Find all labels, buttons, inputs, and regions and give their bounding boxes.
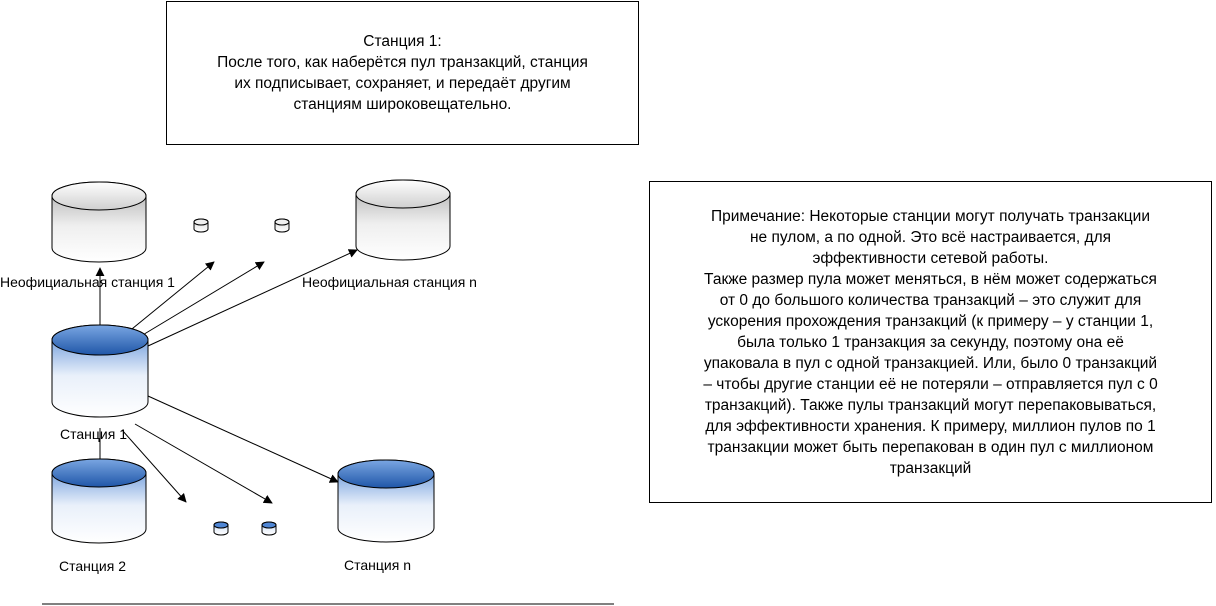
remark-line: транзакций). Также пулы транзакций могут… [704, 396, 1157, 414]
grey-pool-2 [274, 218, 290, 233]
station-n-cylinder [337, 459, 435, 543]
remark-line: для эффективности хранения. К примеру, м… [705, 417, 1156, 435]
remark-line: транзакции может быть перепакован в один… [707, 438, 1154, 456]
remark-line: была только 1 транзакция за секунду, поэ… [737, 333, 1124, 351]
arrow-to-station-n [147, 395, 339, 483]
remark-line: от 0 до большого количества транзакций –… [719, 291, 1142, 309]
remark-line: не пулом, а по одной. Это всё настраивае… [749, 228, 1112, 246]
arrow-to-pool-blue-2 [134, 423, 273, 504]
unofficial-station-1-label: Неофициальная станция 1 [0, 274, 175, 290]
note-line: станциям широковещательно. [293, 96, 512, 113]
unofficial-station-n-cylinder [355, 179, 451, 261]
remark-line: – чтобы другие станции её не потеряли – … [703, 375, 1158, 393]
station-2-cylinder [51, 458, 147, 544]
remark-text: Примечание: Некоторые станции могут полу… [703, 206, 1157, 479]
remark-line: Примечание: Некоторые станции могут полу… [711, 207, 1150, 225]
unofficial-station-1-cylinder [51, 181, 147, 263]
note-line: Станция 1: [363, 33, 442, 50]
note-line: их подписывает, сохраняет, и передаёт др… [234, 75, 571, 92]
arrow-to-pool-blue-1 [121, 429, 187, 503]
station1-note-text: Станция 1: После того, как наберётся пул… [217, 31, 588, 115]
arrow-to-pool-grey-2 [135, 261, 265, 340]
grey-pool-1 [193, 218, 209, 233]
station-1-label: Станция 1 [60, 426, 127, 442]
remark-line: Также размер пула может меняться, в нём … [704, 270, 1157, 288]
arrow-to-unofficial-n [147, 249, 358, 347]
station-2-label: Станция 2 [59, 558, 126, 574]
station-n-label: Станция n [344, 557, 411, 573]
arrows [95, 249, 358, 504]
station1-note-box: Станция 1: После того, как наберётся пул… [166, 1, 639, 145]
blue-pool-1 [213, 521, 229, 536]
remark-line: упаковала в пул с одной транзакцией. Или… [703, 354, 1158, 372]
arrow-to-pool-grey-1 [126, 261, 215, 334]
remark-line: транзакций [889, 459, 972, 477]
remark-box: Примечание: Некоторые станции могут полу… [649, 181, 1212, 503]
note-line: После того, как наберётся пул транзакций… [217, 54, 588, 71]
station-1-cylinder [51, 324, 149, 418]
unofficial-station-n-label: Неофициальная станция n [302, 274, 477, 290]
remark-line: эффективности сетевой работы. [812, 249, 1049, 267]
remark-line: ускорения прохождения транзакций (к прим… [707, 312, 1154, 330]
blue-pool-2 [261, 521, 277, 536]
